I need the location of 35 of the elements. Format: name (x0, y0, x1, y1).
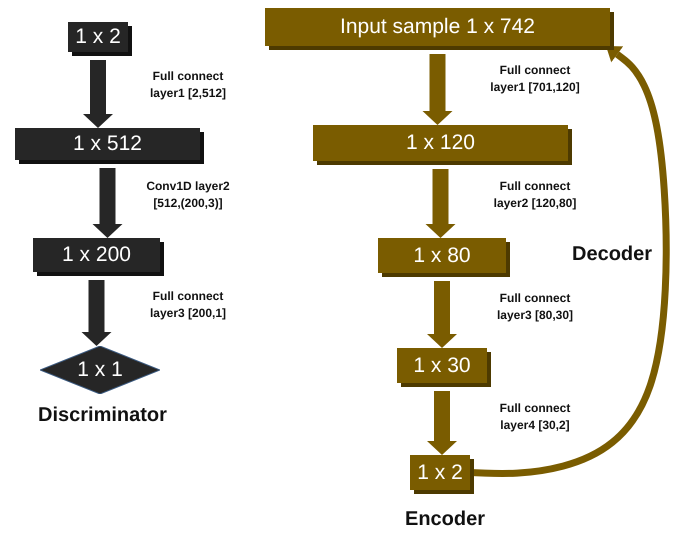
layer-size: 1 x 2 (75, 25, 121, 49)
edge-label: Full connect layer3 [200,1] (148, 288, 228, 322)
layer-box (33, 238, 160, 272)
edge-label: Full connect layer4 [30,2] (498, 400, 572, 434)
decision-diamond (40, 346, 160, 394)
layer-size: 1 x 80 (413, 244, 471, 268)
layer-size: Input sample 1 x 742 (340, 15, 535, 39)
edge-label: Full connect layer1 [701,120] (489, 62, 581, 96)
edge-label: Decoder (572, 244, 652, 264)
layer-box (313, 125, 568, 161)
section-title: Discriminator (38, 404, 167, 427)
block-arrow (422, 54, 452, 125)
layer-box (410, 455, 470, 490)
edge-label: Full connect layer1 [2,512] (148, 68, 228, 102)
layer-box (378, 238, 506, 273)
block-arrow (82, 280, 112, 346)
layer-size: 1 x 1 (77, 358, 123, 382)
layer-size: 1 x 30 (413, 354, 471, 378)
layer-box (397, 348, 487, 383)
block-arrow (426, 169, 456, 238)
layer-box (15, 128, 200, 160)
block-arrow (83, 60, 113, 128)
block-arrow (92, 168, 122, 238)
layer-size: 1 x 2 (417, 460, 463, 484)
layer-size: 1 x 512 (73, 132, 142, 156)
block-arrow (427, 391, 457, 455)
layer-box (68, 22, 128, 52)
section-title: Encoder (405, 508, 486, 531)
layer-box (265, 8, 610, 46)
layer-size: 1 x 120 (406, 131, 475, 155)
layer-size: 1 x 200 (62, 243, 131, 267)
edge-label: Full connect layer2 [120,80] (492, 178, 578, 212)
edge-label: Full connect layer3 [80,30] (496, 290, 574, 324)
block-arrow (427, 281, 457, 348)
edge-label: Conv1D layer2 [512,(200,3)] (145, 178, 231, 212)
